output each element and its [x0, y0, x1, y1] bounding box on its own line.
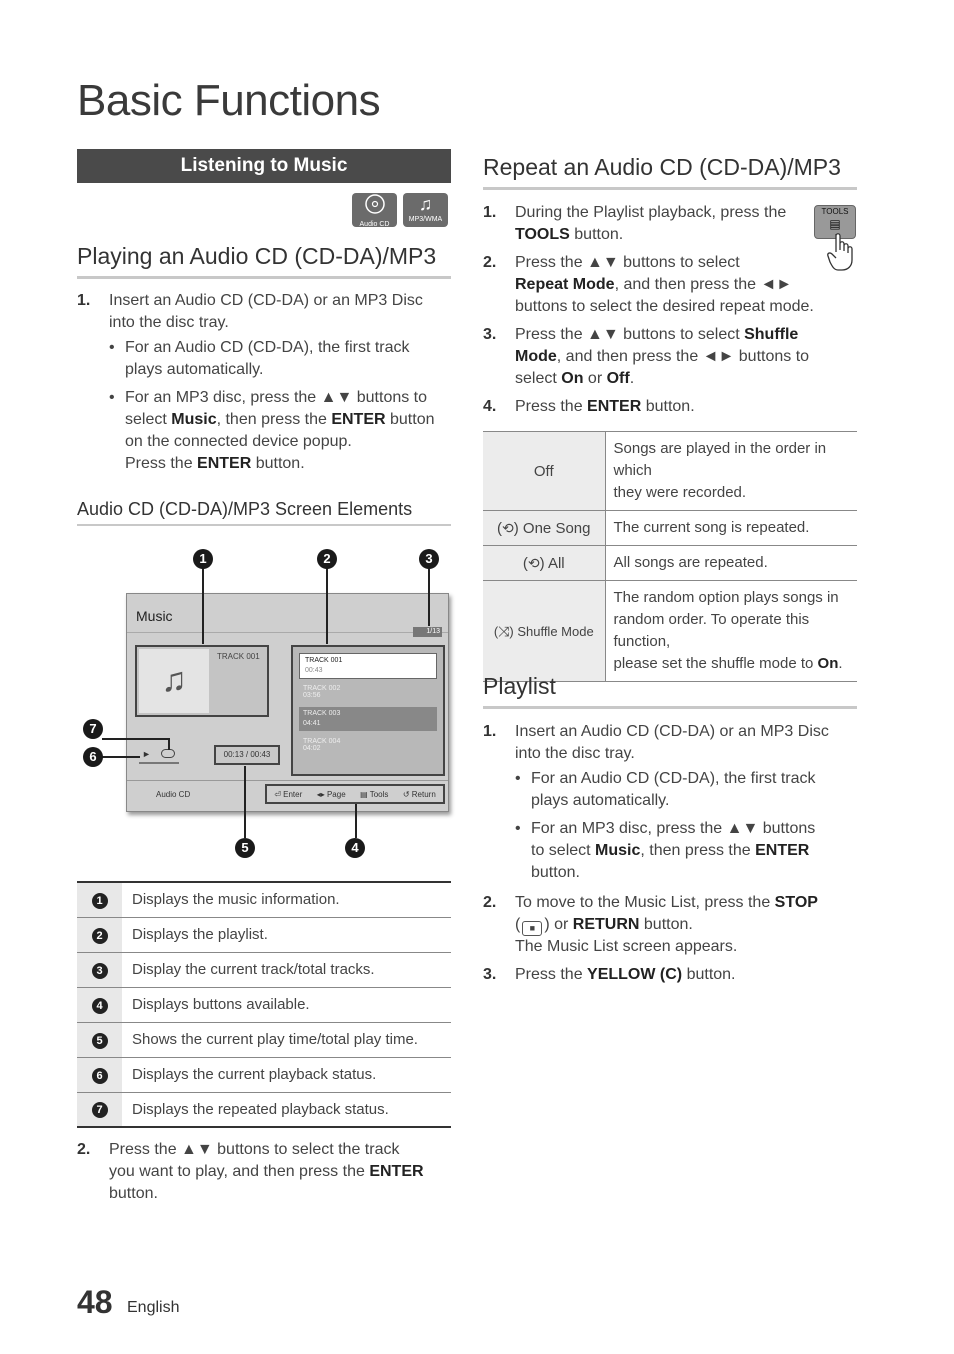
page-title: Basic Functions	[77, 76, 381, 125]
playlist-row[interactable]: TRACK 004 04:02	[303, 738, 341, 752]
play-status-icon: ►	[142, 749, 151, 759]
repeat-step-3: 3. Press the ▲▼ buttons to select Shuffl…	[483, 326, 810, 387]
stop-icon: ■	[522, 921, 543, 936]
repeat-status-icon	[161, 749, 175, 758]
callout-1: 1	[193, 549, 213, 569]
cd-icon-label: Audio CD	[359, 221, 390, 228]
callout-3: 3	[419, 549, 439, 569]
screen-elements-heading: Audio CD (CD-DA)/MP3 Screen Elements	[77, 499, 451, 526]
repeat-one-icon: ⟲	[502, 519, 514, 536]
table-row: (⟲) One Song The current song is repeate…	[483, 510, 857, 546]
table-row: (⟲) All All songs are repeated.	[483, 545, 857, 581]
bullet-mp3: For an MP3 disc, press the ▲▼ buttons to…	[109, 387, 457, 475]
playlist-steps: 1. Insert an Audio CD (CD-DA) or an MP3 …	[483, 721, 863, 986]
step-2: 2. Press the ▲▼ buttons to select the tr…	[77, 1141, 424, 1202]
repeat-step-1: 1. During the Playlist playback, press t…	[483, 204, 787, 243]
cd-icon: Audio CD	[352, 193, 397, 228]
table-row: Off Songs are played in the order in whi…	[483, 431, 857, 511]
bullet-mp3: For an MP3 disc, press the ▲▼ buttons to…	[515, 818, 863, 884]
music-info-box: ♫ TRACK 001	[135, 645, 269, 717]
tools-button[interactable]: ▤ Tools	[360, 789, 389, 799]
section-bar: Listening to Music	[77, 149, 451, 183]
tools-remote-button-icon: TOOLS ▤	[814, 205, 856, 239]
screen-title: Music	[136, 608, 173, 624]
repeat-steps: 1. During the Playlist playback, press t…	[483, 202, 863, 418]
track-counter: 1/13	[413, 627, 442, 637]
bullet-audio-cd: For an Audio CD (CD-DA), the first track…	[515, 768, 863, 812]
bullet-audio-cd: For an Audio CD (CD-DA), the first track…	[109, 337, 457, 381]
progress-bar	[139, 762, 179, 764]
button-bar: ⏎ Enter ◂▸ Page ▤ Tools ↺ Return	[265, 784, 445, 804]
page-number: 48	[77, 1284, 113, 1320]
music-note-icon: ♫ MP3/WMA	[403, 193, 448, 227]
music-screen: Music 1/13 ♫ TRACK 001 TRACK 001 00:43 T…	[126, 593, 449, 812]
repeat-step-4: 4. Press the ENTER button.	[483, 398, 695, 415]
disc-type-icons: Audio CD ♫ MP3/WMA	[352, 193, 448, 228]
now-track: TRACK 001	[217, 652, 260, 661]
page-language: English	[127, 1299, 180, 1316]
playing-steps: 1. Insert an Audio CD (CD-DA) or an MP3 …	[77, 290, 457, 475]
playlist-row[interactable]: TRACK 002 03:56	[303, 685, 341, 699]
shuffle-icon: ⤨	[498, 622, 510, 639]
mp3-icon-label: MP3/WMA	[408, 216, 443, 223]
step-1: 1. Insert an Audio CD (CD-DA) or an MP3 …	[77, 290, 457, 475]
cd-disc-glyph	[364, 194, 385, 214]
enter-button[interactable]: ⏎ Enter	[274, 789, 303, 799]
album-art-icon: ♫	[139, 649, 209, 713]
source-label: Audio CD	[156, 790, 191, 799]
callout-6: 6	[83, 747, 103, 767]
playlist-heading: Playlist	[483, 673, 857, 709]
playlist-step-1: 1. Insert an Audio CD (CD-DA) or an MP3 …	[483, 721, 863, 884]
callout-7: 7	[83, 719, 103, 739]
repeat-step-2: 2. Press the ▲▼ buttons to select Repeat…	[483, 254, 814, 315]
repeat-modes-table: Off Songs are played in the order in whi…	[483, 431, 857, 682]
table-row: (⤨) Shuffle Mode The random option plays…	[483, 580, 857, 682]
playlist-step-3: 3. Press the YELLOW (C) button.	[483, 966, 736, 983]
playlist-row[interactable]: TRACK 003 04:41	[299, 707, 437, 731]
pointing-hand-icon	[827, 233, 853, 271]
callout-2: 2	[317, 549, 337, 569]
return-button[interactable]: ↺ Return	[402, 789, 436, 799]
repeat-heading: Repeat an Audio CD (CD-DA)/MP3	[483, 154, 857, 190]
playing-heading: Playing an Audio CD (CD-DA)/MP3	[77, 243, 451, 279]
play-time: 00:13 / 00:43	[214, 745, 280, 765]
playlist-row-selected[interactable]: TRACK 001 00:43	[299, 653, 437, 679]
playlist-box: TRACK 001 00:43 TRACK 002 03:56 TRACK 00…	[291, 645, 445, 776]
page-button[interactable]: ◂▸ Page	[316, 789, 346, 799]
callout-4: 4	[345, 838, 365, 858]
repeat-all-icon: ⟲	[527, 554, 540, 571]
playlist-step-2: 2. To move to the Music List, press the …	[483, 894, 818, 955]
callout-5: 5	[235, 838, 255, 858]
